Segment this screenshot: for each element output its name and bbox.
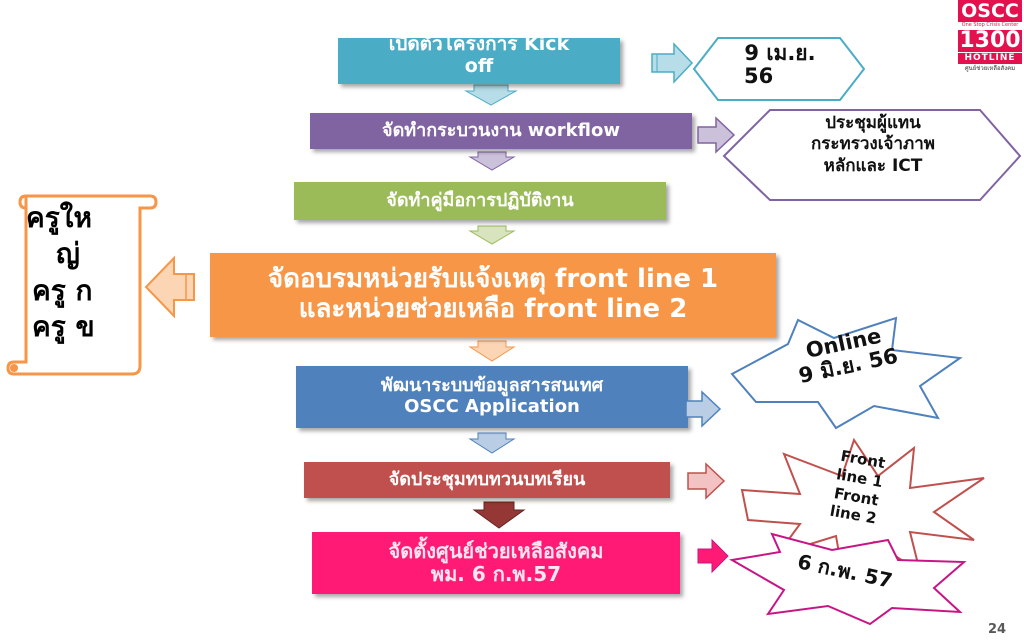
scroll-line-3: ครู ก (32, 273, 93, 307)
callout-meeting-line-2: กระทรวงเจ้าภาพ (810, 134, 935, 155)
callout-online-shape (730, 316, 963, 430)
scroll-line-4: ครู ข (32, 310, 95, 344)
callout-meeting-line-1: ประชุมผู้แทน (825, 113, 921, 133)
down-arrow-1 (464, 84, 518, 106)
callout-kickoff-line-1: 9 เม.ย. (744, 41, 816, 65)
callout-meeting: ประชุมผู้แทน กระทรวงเจ้าภาพ หลักและ ICT (766, 113, 980, 177)
logo-thai: ศูนย์ช่วยเหลือสังคม (964, 65, 1016, 72)
page-number: 24 (988, 622, 1007, 637)
scroll-text: ครูให ญ่ ครู ก ครู ข (26, 200, 138, 346)
logo-oscc-text: OSCC (958, 0, 1022, 22)
scroll-line-2: ญ่ (56, 237, 80, 271)
step-center-line-1: จัดตั้งศูนย์ช่วยเหลือสังคม (388, 539, 604, 563)
step-manual: จัดทำคู่มือการปฏิบัติงาน (294, 182, 666, 220)
step-training-line-2: และหน่วยช่วยเหลือ front line 2 (298, 294, 688, 324)
callout-kickoff: 9 เม.ย. 56 (730, 41, 830, 89)
step-kickoff-line-2: off (464, 54, 494, 77)
step-workflow: จัดทำกระบวนงาน workflow (310, 113, 692, 149)
logo-hotline: HOTLINE (958, 52, 1022, 64)
step-application-line-2: OSCC Application (404, 396, 580, 417)
step-center-line-2: พม. 6 ก.พ.57 (430, 562, 562, 586)
down-arrow-6 (472, 501, 526, 529)
step-review-label: จัดประชุมทบทวนบทเรียน (388, 468, 586, 490)
step-review: จัดประชุมทบทวนบทเรียน (304, 462, 670, 498)
down-arrow-5 (468, 432, 516, 454)
right-arrow-1 (651, 42, 694, 84)
left-arrow (144, 255, 195, 319)
callout-meeting-line-3: หลักและ ICT (823, 155, 923, 176)
right-arrow-4 (687, 462, 726, 500)
callout-meeting-shape (722, 109, 1022, 201)
step-application-line-1: พัฒนาระบบข้อมูลสารสนเทศ (380, 375, 604, 397)
right-arrow-2 (697, 116, 736, 154)
oscc-logo: OSCC One Stop Crisis Center 1300 HOTLINE… (958, 0, 1022, 78)
down-arrow-3 (468, 225, 516, 245)
step-training-line-1: จัดอบรมหน่วยรับแจ้งเหตุ front line 1 (267, 264, 719, 295)
logo-subtitle: One Stop Crisis Center (961, 22, 1019, 28)
step-center: จัดตั้งศูนย์ช่วยเหลือสังคมพม. 6 ก.พ.57 (312, 532, 680, 594)
step-manual-label: จัดทำคู่มือการปฏิบัติงาน (386, 189, 574, 211)
callout-kickoff-shape (692, 37, 866, 101)
step-kickoff-line-1: เปิดตัวโครงการ Kick (388, 38, 570, 55)
right-arrow-3 (685, 390, 722, 428)
right-arrow-5 (697, 538, 729, 574)
down-arrow-2 (468, 151, 516, 171)
step-workflow-label: จัดทำกระบวนงาน workflow (382, 119, 620, 141)
callout-opening-shape (729, 532, 967, 626)
logo-number: 1300 (958, 28, 1022, 53)
down-arrow-4 (468, 340, 516, 362)
callout-kickoff-line-2: 56 (744, 64, 774, 89)
scroll-line-1: ครูให (26, 201, 92, 234)
scroll-shape (6, 194, 158, 376)
